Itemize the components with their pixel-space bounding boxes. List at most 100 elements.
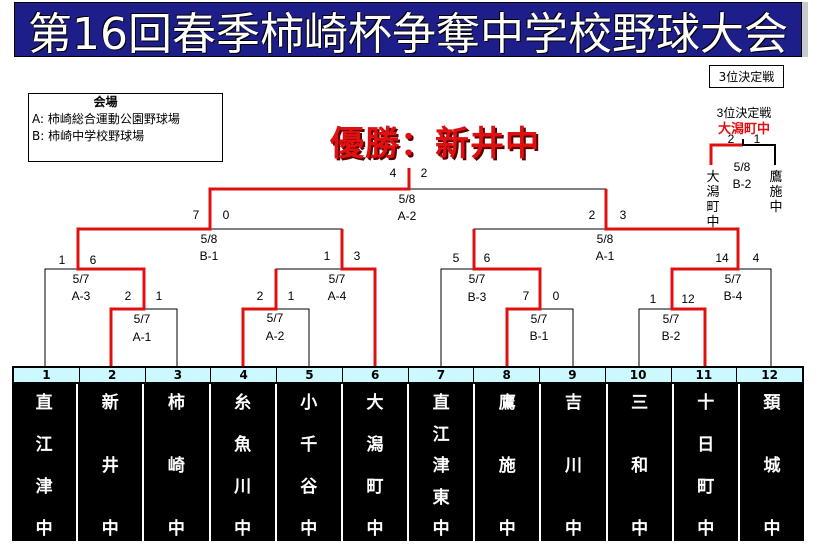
- team-name-char: 城: [763, 456, 781, 476]
- team-name-char: 日: [697, 435, 715, 455]
- team-name: 直江津中: [12, 384, 79, 541]
- team-name-char: 施: [498, 456, 516, 476]
- team-number: 9: [540, 368, 606, 382]
- venue-legend: 会場 A: 柿崎総合運動公園野球場 B: 柿崎中学校野球場: [28, 93, 223, 162]
- win-path-team11: [604, 189, 740, 366]
- team-number: 2: [80, 368, 146, 382]
- win-path-team4: [241, 269, 278, 366]
- team-name-char: 川: [564, 456, 582, 476]
- team-name-char: 中: [101, 519, 119, 539]
- team-number-row: 1 2 3 4 5 6 7 8 9 10 11 12: [12, 366, 804, 384]
- team-name-char: 和: [631, 456, 649, 476]
- team-name-char: 谷: [300, 477, 318, 497]
- r2-b3-score-right: 6: [484, 251, 491, 265]
- title-banner: 第16回春季柿崎杯争奪中学校野球大会: [14, 2, 802, 60]
- team-number: 10: [606, 368, 672, 382]
- team-name-char: 糸: [234, 393, 252, 413]
- r2-b3-score-left: 5: [453, 251, 460, 265]
- semi-b1-venue: B-1: [200, 249, 219, 263]
- team-name-char: 江: [35, 435, 53, 455]
- r2-a3-score-right: 6: [90, 253, 97, 267]
- third-place-venue: B-2: [733, 177, 752, 191]
- team-name-char: 中: [35, 519, 53, 539]
- r2-b3-venue: B-3: [468, 290, 487, 304]
- team-name-char: 東: [432, 487, 450, 508]
- team-name-char: 中: [697, 519, 715, 539]
- line-r2-b4: [671, 268, 772, 366]
- third-place-winner: 大潟町中: [718, 121, 770, 136]
- team-name-char: 千: [300, 435, 318, 455]
- win-path-team6: [340, 229, 377, 366]
- r1-a1-score-left: 2: [125, 289, 132, 303]
- team-number: 12: [761, 368, 778, 382]
- team-name-char: 中: [498, 519, 516, 539]
- team-name-char: 柿: [167, 393, 185, 413]
- team-name-char: 三: [631, 393, 649, 413]
- team-name: 大潟町中: [343, 384, 410, 541]
- team-name-char: 中: [366, 519, 384, 539]
- win-path-team8: [472, 229, 542, 366]
- team-name-char: 中: [763, 519, 781, 539]
- r2-b4-score-right: 4: [753, 251, 760, 265]
- r1-a2-date: 5/7: [267, 311, 284, 325]
- team-name-char: 潟: [366, 435, 384, 455]
- semi-a1-score-left: 2: [589, 208, 596, 222]
- team-number: 1: [14, 368, 80, 382]
- champion-banner: 優勝：新井中: [330, 124, 540, 164]
- line-r2-a3: [44, 268, 145, 366]
- r1-b2-score-right: 12: [681, 292, 695, 306]
- r2-b4-score-left: 14: [715, 251, 729, 265]
- team-name-char: 中: [631, 519, 649, 539]
- team-name: 三和中: [608, 384, 674, 541]
- r1-b2-score-left: 1: [650, 292, 657, 306]
- third-place-heading: 3位決定戦: [717, 105, 772, 120]
- third-place-left-team: 大潟町中: [706, 170, 720, 230]
- team-name: 新井中: [78, 384, 145, 541]
- r2-a4-score-left: 1: [324, 249, 331, 263]
- third-place-score-left: 2: [728, 132, 735, 146]
- venue-heading: 会場: [93, 95, 118, 109]
- team-number: 8: [474, 368, 540, 382]
- r1-b1-score-right: 0: [553, 289, 560, 303]
- team-name-char: 小: [300, 393, 318, 413]
- line-r2-b3: [440, 268, 541, 366]
- team-name: 鷹施中: [475, 384, 542, 541]
- team-name-char: 魚: [234, 435, 252, 455]
- team-name-char: 中: [432, 519, 450, 539]
- final-score-left: 4: [390, 166, 397, 180]
- semi-a1-date: 5/8: [597, 232, 614, 246]
- third-place-date: 5/8: [734, 160, 751, 174]
- r1-b1-venue: B-1: [530, 329, 549, 343]
- team-number: 5: [277, 368, 343, 382]
- r1-a2-score-right: 1: [288, 289, 295, 303]
- team-number: 3: [146, 368, 212, 382]
- semi-b1-score-left: 7: [193, 208, 200, 222]
- semi-a1-score-right: 3: [620, 208, 627, 222]
- team-name-char: 十: [697, 393, 715, 413]
- team-name-char: 津: [432, 456, 450, 476]
- team-number: 4: [211, 368, 277, 382]
- r2-a4-venue: A-4: [328, 289, 347, 303]
- r2-a3-venue: A-3: [72, 289, 91, 303]
- team-name: 糸魚川中: [211, 384, 277, 541]
- team-name-char: 鷹: [498, 393, 516, 413]
- team-name-char: 新: [101, 393, 119, 413]
- team-name: 柿崎中: [144, 384, 211, 541]
- team-name-char: 中: [300, 519, 318, 539]
- r2-a3-date: 5/7: [73, 272, 90, 286]
- win-path-champion: [76, 168, 411, 366]
- team-name-char: 中: [564, 519, 582, 539]
- team-name-char: 井: [101, 456, 119, 476]
- team-number: 7: [409, 368, 475, 382]
- r1-a1-date: 5/7: [134, 312, 151, 326]
- final-venue: A-2: [398, 209, 417, 223]
- team-name-char: 中: [234, 519, 252, 539]
- semi-b1-date: 5/8: [201, 232, 218, 246]
- team-name-char: 直: [35, 393, 53, 413]
- r1-a1-venue: A-1: [133, 330, 152, 344]
- r2-b3-date: 5/7: [469, 272, 486, 286]
- semi-b1-score-right: 0: [223, 208, 230, 222]
- r1-b2-venue: B-2: [662, 329, 681, 343]
- venue-b: B: 柿崎中学校野球場: [32, 129, 145, 143]
- team-name: 小千谷中: [277, 384, 343, 541]
